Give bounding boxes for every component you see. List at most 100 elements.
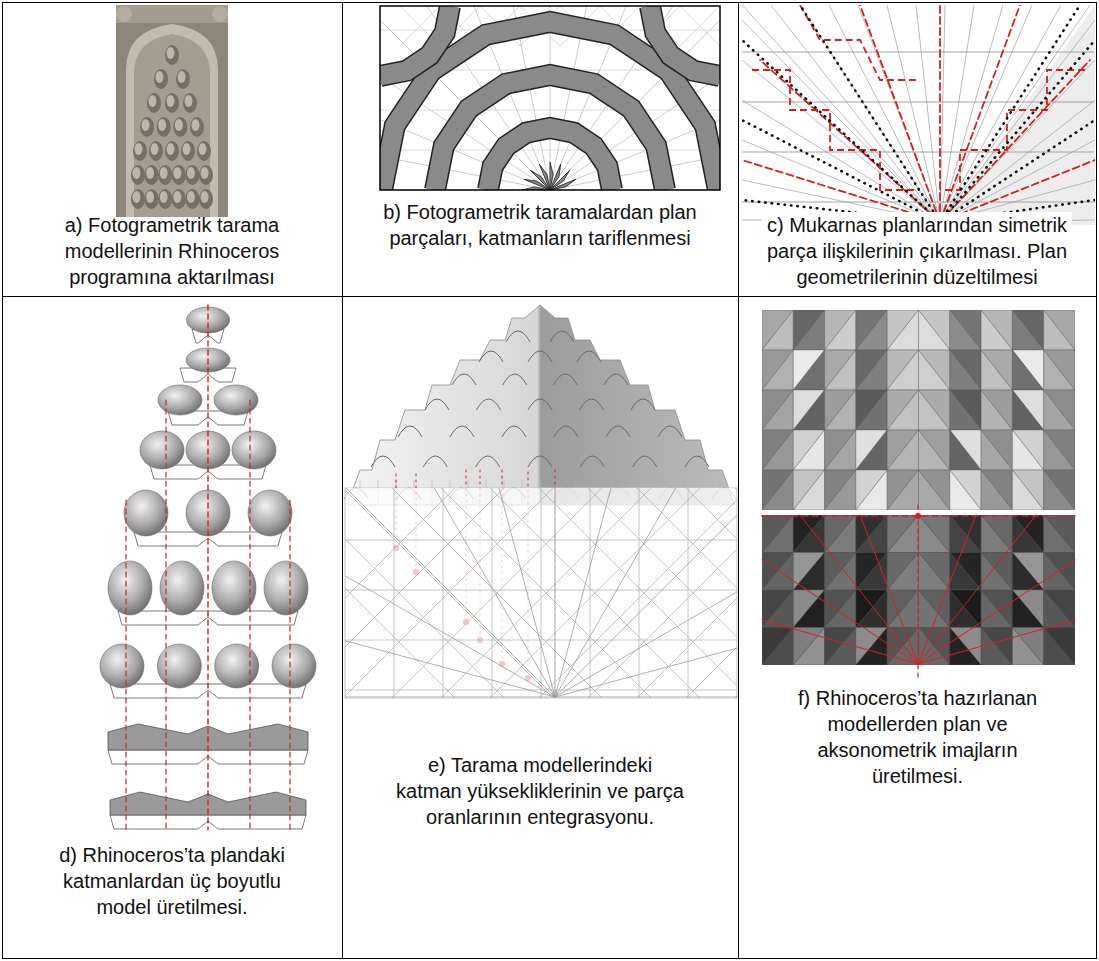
muqarnas-cell — [176, 69, 190, 89]
dome-cell — [214, 385, 258, 415]
muqarnas-light — [173, 191, 181, 203]
dome-cell — [264, 561, 308, 615]
grid-line — [742, 100, 940, 222]
table-cell: c) Mukarnas planlarından simetrik parça … — [738, 2, 1097, 297]
arch-cell — [631, 399, 655, 410]
facet — [793, 430, 824, 470]
facet — [793, 590, 824, 628]
grid-line — [637, 488, 737, 698]
facet — [1044, 515, 1075, 553]
plan-frame — [345, 488, 737, 698]
symmetry-axis — [917, 505, 918, 680]
facet — [981, 470, 1012, 510]
facet — [950, 390, 981, 430]
muqarnas-cell — [199, 165, 213, 185]
facet — [919, 310, 950, 350]
grid-line — [639, 488, 640, 698]
muqarnas-cell — [165, 45, 179, 65]
facet — [856, 470, 887, 510]
facet — [981, 430, 1012, 470]
facet — [1044, 430, 1075, 470]
facet — [919, 470, 950, 510]
grid-line — [742, 60, 940, 222]
grid-line — [380, 110, 720, 111]
muqarnas-cell — [157, 117, 171, 137]
plan-ground — [345, 488, 737, 698]
facet — [762, 310, 793, 350]
portal-photo — [116, 5, 228, 217]
facet — [981, 628, 1012, 666]
muqarnas-light — [173, 167, 181, 179]
muqarnas-light — [133, 191, 141, 203]
plan-grid — [345, 488, 737, 698]
grid-zigzag — [742, 52, 1094, 53]
facet — [825, 628, 856, 666]
grid-zigzag — [742, 152, 1094, 153]
grid-line — [345, 590, 737, 591]
facet — [856, 390, 887, 430]
table-cell: d) Rhinoceros’ta plandaki katmanlardan ü… — [2, 296, 343, 959]
dotted-ray — [940, 120, 1095, 222]
symmetry-axis — [940, 60, 1090, 222]
grid-line — [345, 488, 346, 698]
muqarnas-cell — [131, 189, 145, 209]
facet — [887, 515, 918, 553]
arch-cell — [528, 351, 552, 362]
facet — [762, 470, 793, 510]
axis-line — [249, 400, 250, 830]
facet — [1012, 590, 1043, 628]
symmetry-step — [800, 5, 920, 80]
facet — [1012, 350, 1043, 390]
plan-pattern — [380, 6, 720, 190]
axis-dot — [915, 513, 921, 519]
plan-frame — [380, 6, 720, 190]
facet — [762, 553, 793, 591]
facet — [950, 350, 981, 390]
grid-line — [829, 5, 940, 222]
facet — [793, 470, 824, 510]
facet — [762, 390, 793, 430]
facet — [887, 470, 918, 510]
table-cell: e) Tarama modellerindeki katman yüksekli… — [342, 296, 739, 959]
dotted-ray — [940, 40, 1095, 222]
facet — [981, 310, 1012, 350]
star-ray — [550, 179, 576, 190]
plan-ground — [742, 5, 1095, 225]
facet — [825, 553, 856, 591]
arch-cell — [580, 456, 604, 467]
facet — [856, 350, 887, 390]
facet — [981, 470, 1012, 510]
facet — [919, 390, 950, 430]
band — [435, 75, 665, 190]
grid-line — [380, 150, 720, 151]
grid-line — [688, 488, 689, 698]
caption: b) Fotogrametrik taramalardan plan parça… — [380, 199, 700, 251]
facet — [1044, 310, 1075, 350]
grid-line — [405, 488, 555, 697]
rosette — [116, 6, 132, 22]
facet — [1012, 350, 1043, 390]
grid-line — [345, 488, 555, 697]
facet — [793, 590, 824, 628]
facet — [856, 470, 887, 510]
muqarnas-cell — [190, 117, 204, 137]
facet — [793, 390, 824, 430]
facet — [981, 515, 1012, 553]
facet — [762, 590, 793, 628]
grid-line — [345, 690, 737, 691]
facet — [981, 590, 1012, 628]
facet — [1012, 310, 1043, 350]
facet — [825, 390, 856, 430]
muqarnas-light — [175, 119, 183, 131]
facet — [825, 470, 856, 510]
facet — [1012, 430, 1043, 470]
facet — [762, 430, 793, 470]
facet — [919, 310, 950, 350]
symmetry-ray — [800, 515, 918, 664]
axis-line — [165, 400, 166, 830]
dome-cell — [160, 561, 204, 615]
dome-cell — [108, 561, 152, 615]
dotted-ray — [742, 40, 940, 222]
grid-line — [541, 488, 542, 698]
muqarnas-light — [135, 143, 143, 155]
